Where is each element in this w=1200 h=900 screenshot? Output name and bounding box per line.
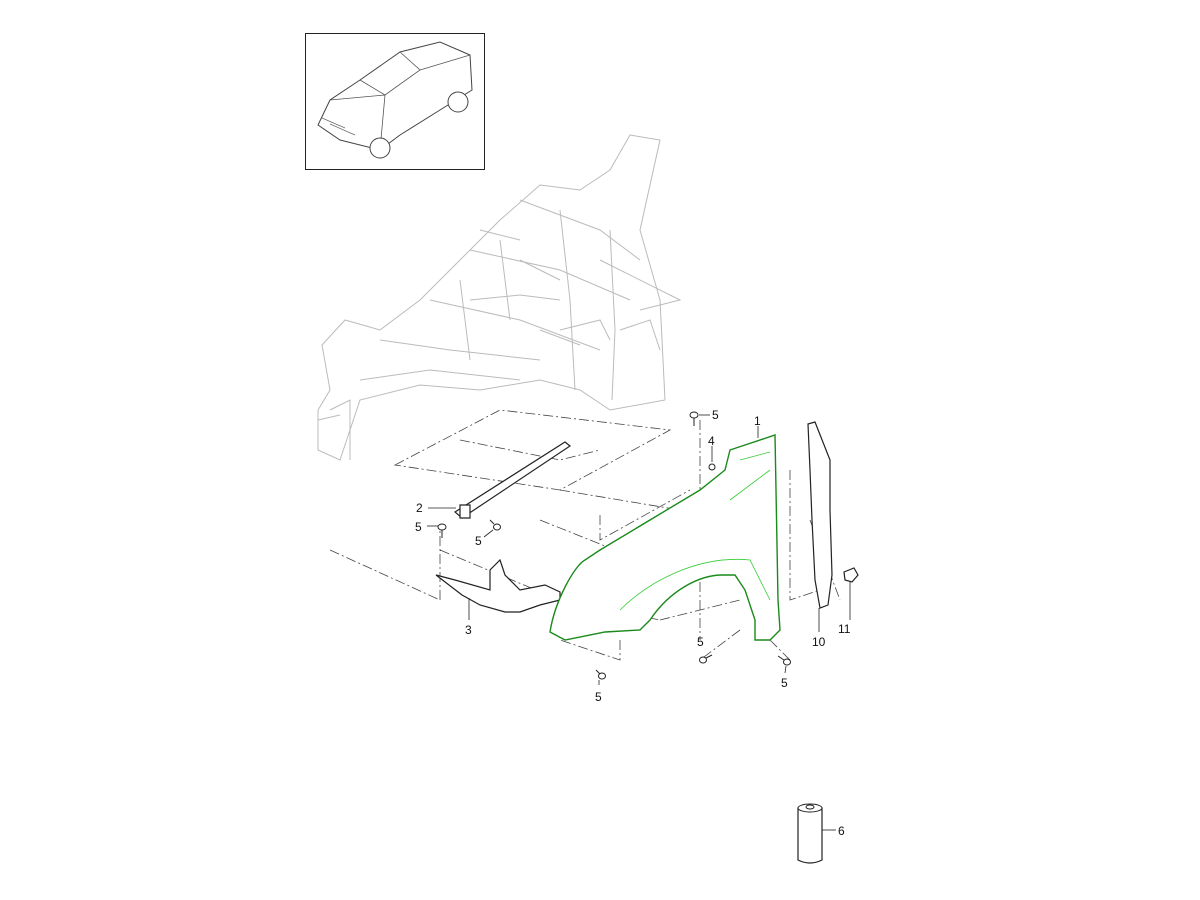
callout-11: 11 — [838, 622, 851, 636]
callout-5-top: 5 — [712, 408, 719, 422]
fender[interactable] — [549, 434, 781, 641]
callout-5-rail: 5 — [475, 534, 482, 548]
seal-strip[interactable] — [807, 421, 833, 609]
screw-bottom-right — [777, 655, 791, 666]
sealant-tube[interactable] — [797, 803, 823, 864]
screws[interactable] — [437, 411, 791, 680]
callout-2: 2 — [416, 501, 423, 515]
callout-3: 3 — [465, 623, 472, 637]
screw-bottom-mid — [699, 654, 713, 664]
callouts: 1 2 3 4 5 5 5 5 5 5 6 10 11 — [415, 408, 851, 838]
screw-left — [437, 523, 447, 538]
plug[interactable] — [843, 567, 859, 583]
body-structure — [317, 134, 682, 461]
clip[interactable] — [708, 463, 716, 471]
callout-5-bottom-left: 5 — [595, 690, 602, 704]
callout-10: 10 — [812, 635, 826, 649]
callout-5-bottom-mid: 5 — [697, 635, 704, 649]
vehicle-thumbnail[interactable] — [305, 33, 485, 170]
callout-4: 4 — [708, 434, 715, 448]
screw-top — [689, 411, 699, 426]
screw-bottom-left — [595, 669, 606, 680]
bracket[interactable] — [435, 558, 561, 613]
callout-5-left: 5 — [415, 520, 422, 534]
screw-rail — [489, 519, 501, 531]
leader-lines — [427, 414, 851, 831]
callout-5-bottom-right: 5 — [781, 676, 788, 690]
support-rail[interactable] — [453, 441, 572, 519]
callout-6: 6 — [838, 824, 845, 838]
callout-1: 1 — [754, 414, 761, 428]
